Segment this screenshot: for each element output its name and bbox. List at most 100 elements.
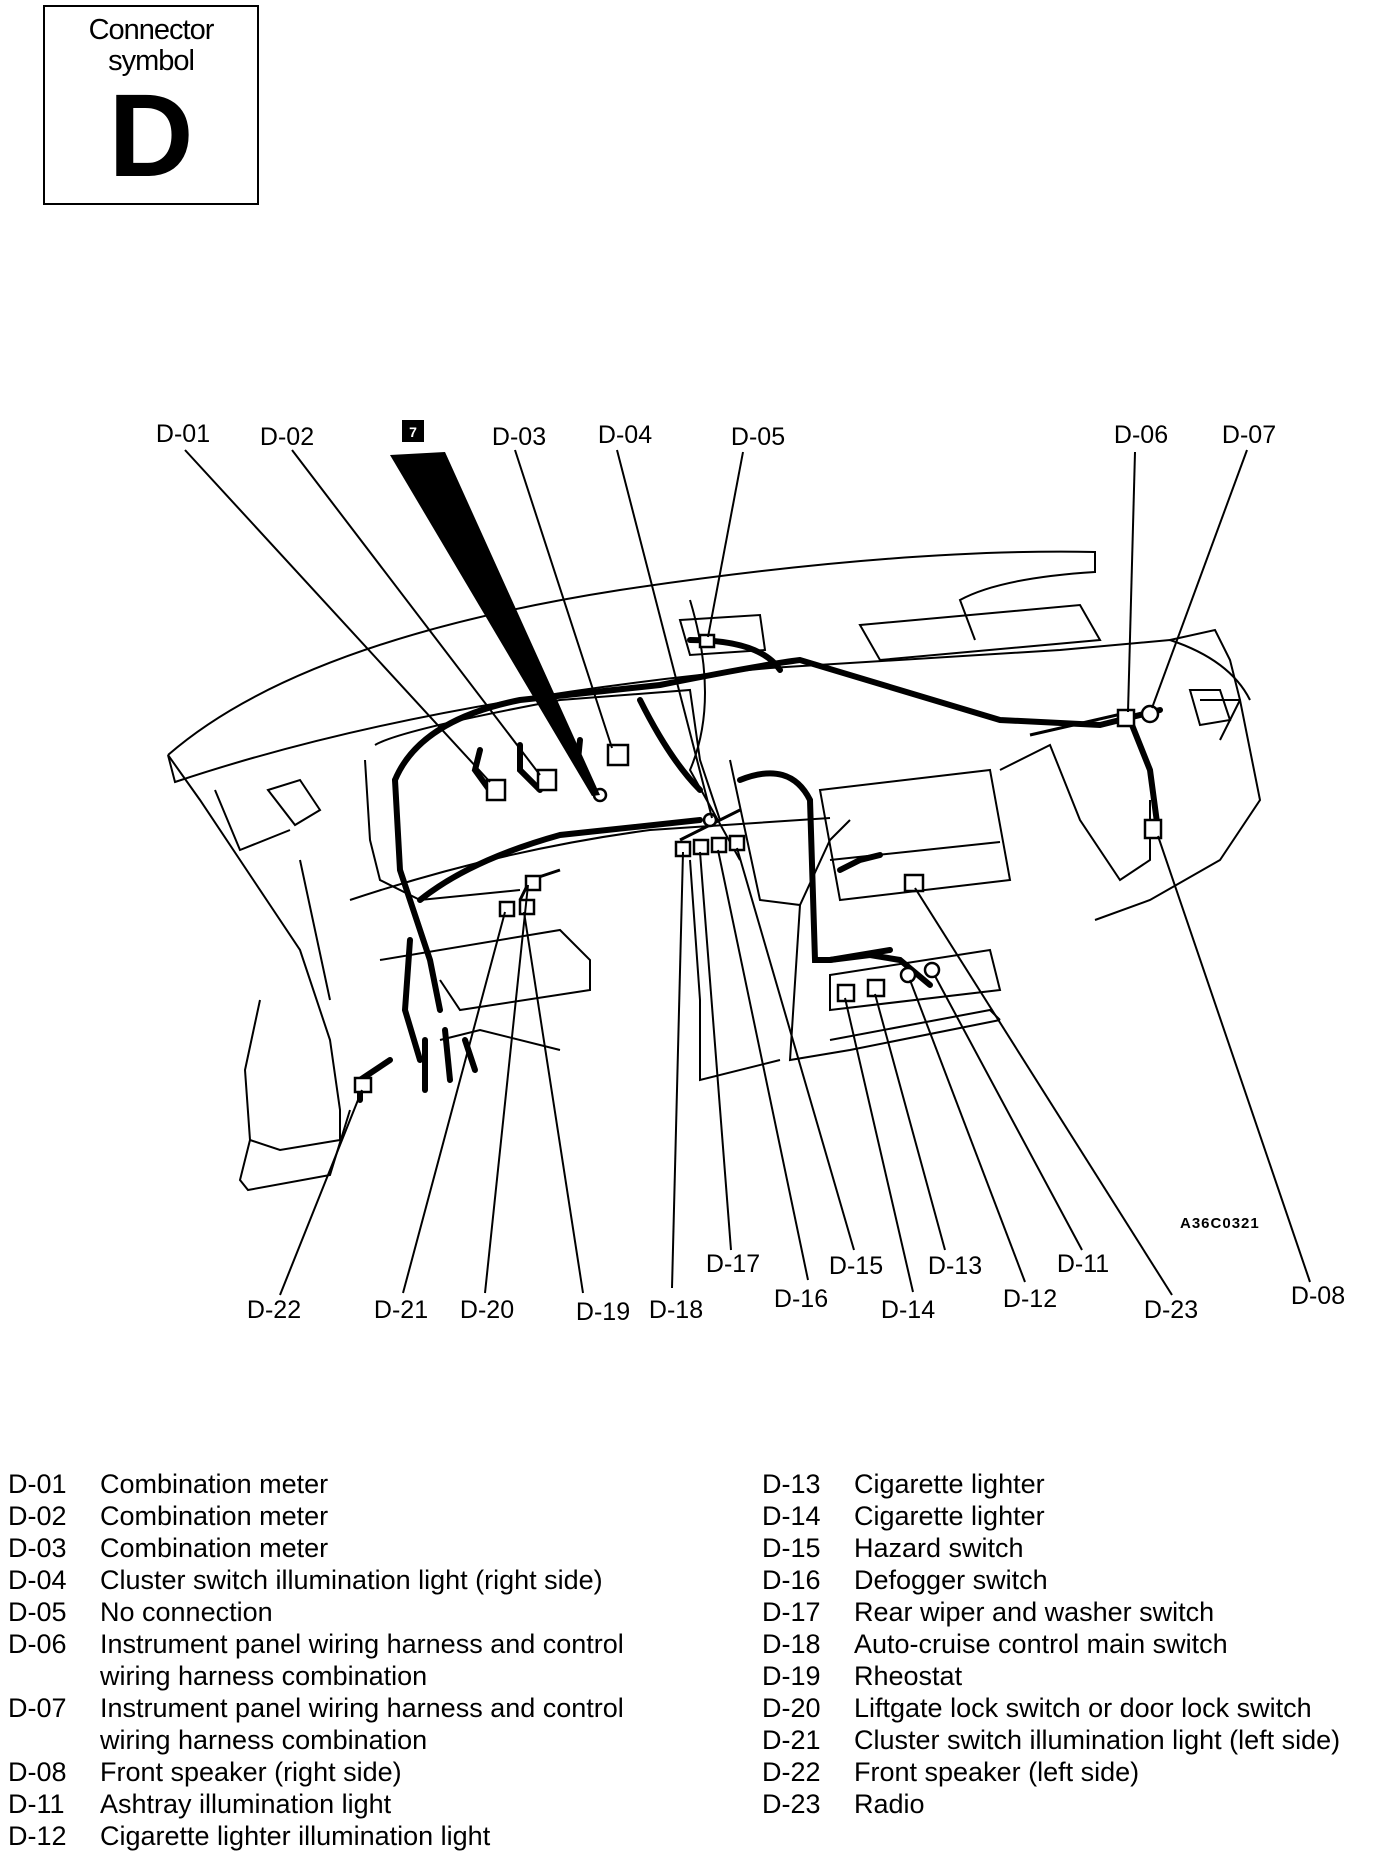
legend-description: Radio bbox=[854, 1789, 925, 1819]
callout-d16: D-16 bbox=[774, 1285, 828, 1313]
legend-description: Cigarette lighter bbox=[854, 1469, 1045, 1499]
legend-row: D-02 Combination meter bbox=[8, 1500, 624, 1532]
marker-box bbox=[402, 420, 424, 442]
legend-code: D-01 bbox=[8, 1469, 67, 1499]
legend-row: D-15 Hazard switch bbox=[762, 1532, 1340, 1564]
legend-description: Defogger switch bbox=[854, 1565, 1048, 1595]
legend-description: Liftgate lock switch or door lock switch bbox=[854, 1693, 1312, 1723]
legend-description: wiring harness combination bbox=[100, 1725, 428, 1755]
legend-description: Combination meter bbox=[100, 1469, 329, 1499]
leader-lines bbox=[184, 449, 1311, 1296]
marker-label: 7 bbox=[409, 424, 417, 440]
legend-description: wiring harness combination bbox=[100, 1661, 428, 1691]
connector-d17 bbox=[692, 838, 710, 856]
legend-code: D-12 bbox=[8, 1821, 67, 1851]
legend-description: Front speaker (left side) bbox=[854, 1757, 1140, 1787]
connector-d06 bbox=[1116, 708, 1136, 728]
legend-description: Instrument panel wiring harness and cont… bbox=[100, 1629, 624, 1659]
legend-description: Cluster switch illumination light (right… bbox=[100, 1565, 603, 1595]
dashboard-connector-diagram: 7 D-01 D-02 D-03 D-04 D-05 D-06 D-07 D-2… bbox=[156, 420, 1345, 1326]
callout-d17: D-17 bbox=[706, 1250, 760, 1278]
connector-symbol-label: Connector symbol bbox=[88, 14, 215, 77]
legend-code bbox=[8, 1724, 100, 1756]
legend-code: D-22 bbox=[762, 1757, 821, 1787]
connector-d07 bbox=[1140, 704, 1160, 724]
connector-d02 bbox=[536, 768, 558, 792]
legend-description: Front speaker (right side) bbox=[100, 1757, 402, 1787]
legend-row: D-17 Rear wiper and washer switch bbox=[762, 1596, 1340, 1628]
harness-detail bbox=[518, 710, 1131, 901]
legend-code: D-17 bbox=[762, 1597, 821, 1627]
legend-description: Ashtray illumination light bbox=[100, 1789, 392, 1819]
callout-d23: D-23 bbox=[1144, 1296, 1198, 1324]
legend-row: wiring harness combination bbox=[8, 1724, 624, 1756]
callout-d11: D-11 bbox=[1057, 1250, 1109, 1278]
connector-symbol-box: Connector symbol D bbox=[43, 5, 259, 205]
legend-code: D-06 bbox=[8, 1629, 67, 1659]
connectors bbox=[353, 633, 1163, 1094]
legend-description: Combination meter bbox=[100, 1533, 329, 1563]
connector-d05 bbox=[698, 633, 716, 649]
legend-row: D-01 Combination meter bbox=[8, 1468, 624, 1500]
legend-row: wiring harness combination bbox=[8, 1660, 624, 1692]
connector-d23 bbox=[903, 873, 925, 893]
legend-description: Auto-cruise control main switch bbox=[854, 1629, 1228, 1659]
callout-d12: D-12 bbox=[1003, 1285, 1057, 1313]
legend-description: Combination meter bbox=[100, 1501, 329, 1531]
legend-code: D-03 bbox=[8, 1533, 67, 1563]
callout-d06: D-06 bbox=[1114, 421, 1168, 449]
legend-row: D-16 Defogger switch bbox=[762, 1564, 1340, 1596]
legend-code: D-07 bbox=[8, 1693, 67, 1723]
marker-wedge bbox=[390, 452, 600, 796]
callout-d18: D-18 bbox=[649, 1296, 703, 1324]
legend-code: D-11 bbox=[8, 1789, 65, 1819]
connector-d11 bbox=[923, 961, 941, 979]
legend-description: Instrument panel wiring harness and cont… bbox=[100, 1693, 624, 1723]
connector-d04 bbox=[702, 812, 718, 828]
legend-description: Cigarette lighter illumination light bbox=[100, 1821, 491, 1851]
legend-code: D-02 bbox=[8, 1501, 67, 1531]
connector-d08 bbox=[1143, 818, 1163, 840]
legend-code: D-05 bbox=[8, 1597, 67, 1627]
legend-code: D-15 bbox=[762, 1533, 821, 1563]
callout-d02: D-02 bbox=[260, 423, 314, 451]
connector-d22 bbox=[353, 1076, 373, 1094]
callout-d03: D-03 bbox=[492, 423, 546, 451]
callout-d19: D-19 bbox=[576, 1298, 630, 1326]
legend-description: No connection bbox=[100, 1597, 273, 1627]
legend-row: D-11 Ashtray illumination light bbox=[8, 1788, 624, 1820]
callout-d04: D-04 bbox=[598, 421, 652, 449]
legend-row: D-05 No connection bbox=[8, 1596, 624, 1628]
callout-d13: D-13 bbox=[928, 1252, 982, 1280]
dashboard-outline bbox=[167, 550, 1262, 1192]
connector-d01 bbox=[485, 778, 507, 802]
callout-labels: D-01 D-02 D-03 D-04 D-05 D-06 D-07 D-22 … bbox=[156, 420, 1345, 1326]
callout-d22: D-22 bbox=[247, 1296, 301, 1324]
legend-code: D-23 bbox=[762, 1789, 821, 1819]
legend-code bbox=[8, 1660, 100, 1692]
legend-code: D-08 bbox=[8, 1757, 67, 1787]
legend-description: Hazard switch bbox=[854, 1533, 1024, 1563]
legend-row: D-08 Front speaker (right side) bbox=[8, 1756, 624, 1788]
legend-description: Rear wiper and washer switch bbox=[854, 1597, 1215, 1627]
callout-d05: D-05 bbox=[731, 423, 785, 451]
callout-d21: D-21 bbox=[374, 1296, 428, 1324]
legend-code: D-21 bbox=[762, 1725, 821, 1755]
connector-d15 bbox=[728, 834, 746, 852]
legend-row: D-23 Radio bbox=[762, 1788, 1340, 1820]
callout-d15: D-15 bbox=[829, 1252, 883, 1280]
legend-row: D-06 Instrument panel wiring harness and … bbox=[8, 1628, 624, 1660]
callout-d08: D-08 bbox=[1291, 1282, 1345, 1310]
legend-row: D-12 Cigarette lighter illumination light bbox=[8, 1820, 624, 1852]
legend-code: D-19 bbox=[762, 1661, 821, 1691]
legend-code: D-16 bbox=[762, 1565, 821, 1595]
